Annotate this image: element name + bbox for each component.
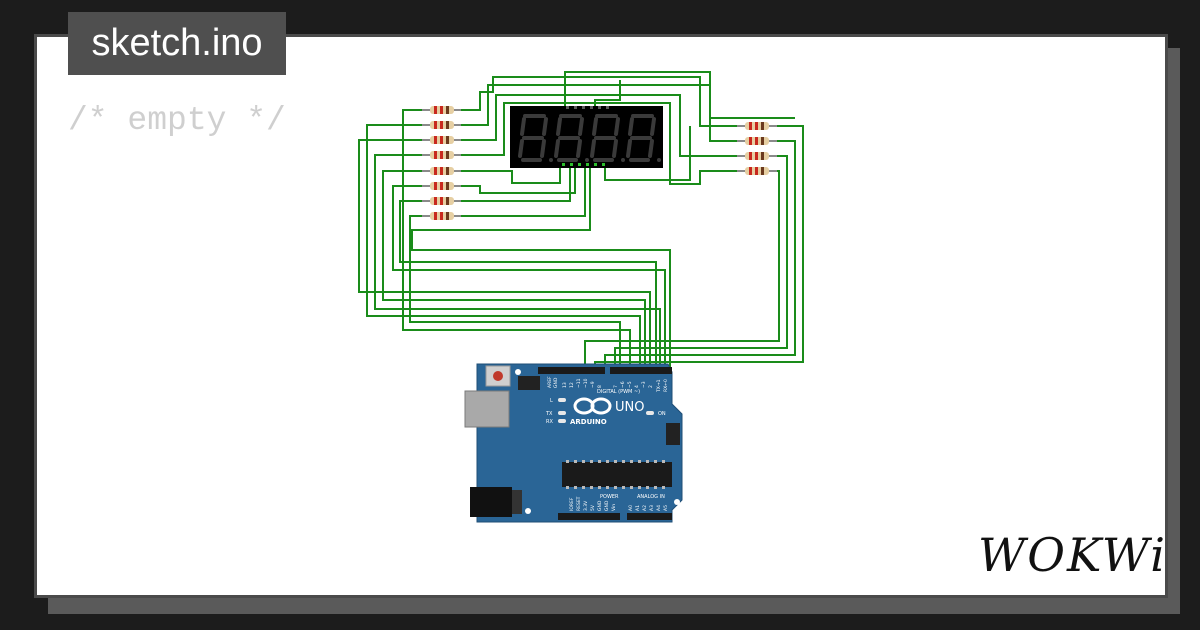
v5-label: 5V	[590, 504, 596, 511]
pin-label: A0	[628, 505, 634, 511]
wokwi-logo: WOKWi	[978, 528, 1167, 582]
led-rx-label: RX	[546, 419, 553, 425]
pin-label: A4	[656, 505, 662, 511]
on-label: ON	[658, 411, 666, 417]
usb-port	[464, 390, 510, 428]
gnd-label: GND	[553, 377, 559, 388]
pin-label: 12	[569, 382, 575, 388]
power-label: POWER	[600, 494, 619, 500]
resistor[interactable]	[422, 182, 461, 190]
resistor-bank-left	[422, 106, 461, 220]
resistor[interactable]	[737, 167, 777, 175]
board-brand-label: ARDUINO	[570, 418, 607, 426]
arduino-uno-board[interactable]: UNO ARDUINO DIGITAL (PWM ~) ANALOG IN PO…	[464, 363, 683, 523]
resistor[interactable]	[737, 122, 777, 130]
resistor[interactable]	[422, 167, 461, 175]
analog-label: ANALOG IN	[637, 494, 665, 500]
digital-header	[538, 367, 672, 374]
power-header	[558, 513, 672, 520]
file-tab[interactable]: sketch.ino	[68, 12, 286, 75]
gnd-label: GND	[597, 500, 603, 511]
resistor-bank-right	[737, 122, 777, 175]
vin-label: Vin	[611, 504, 617, 511]
power-jack	[470, 487, 512, 517]
board-model-label: UNO	[615, 400, 644, 415]
pin-label: ~3	[641, 381, 647, 388]
pin-label: ~9	[590, 381, 596, 388]
analog-pin-labels: A0 A1 A2 A3 A4 A5	[628, 505, 669, 511]
gnd-label: GND	[604, 500, 610, 511]
pin-label: 4	[634, 385, 640, 388]
icsp-header	[518, 376, 540, 390]
resistor[interactable]	[422, 151, 461, 159]
aref-label: AREF	[547, 376, 553, 388]
pin-label: TX→1	[656, 379, 662, 393]
pin-label: 8	[597, 385, 603, 388]
pin-label: ~5	[627, 381, 633, 388]
display-digits	[518, 114, 661, 162]
pin-label: A2	[642, 505, 648, 511]
digital-label: DIGITAL (PWM ~)	[597, 389, 640, 395]
resistor[interactable]	[422, 197, 461, 205]
pin-label: 13	[562, 382, 568, 388]
reset-label: RESET	[576, 496, 582, 511]
pin-label: 7	[613, 385, 619, 388]
resistor[interactable]	[737, 152, 777, 160]
microcontroller-chip	[562, 462, 672, 487]
pin-label: A1	[635, 505, 641, 511]
pin-label: ~6	[620, 381, 626, 388]
led-tx-label: TX	[545, 411, 553, 417]
resistor[interactable]	[422, 212, 461, 220]
digital-pin-labels: AREF GND 13 12 ~11 ~10 ~9 8 7 ~6 ~5 4 ~3…	[547, 376, 669, 393]
pin-label: A5	[663, 505, 669, 511]
code-line[interactable]: /* empty */	[68, 102, 286, 139]
pin-label: 2	[648, 385, 654, 388]
led-indicators	[558, 398, 654, 423]
power-pin-labels: IOREF RESET 3.3V 5V GND GND Vin	[569, 496, 617, 511]
display-bottom-pins	[562, 163, 605, 166]
pin-label: A3	[649, 505, 655, 511]
seven-segment-display[interactable]	[510, 106, 663, 168]
pin-label: ~10	[583, 378, 589, 388]
icsp-header-right	[666, 423, 680, 445]
arduino-logo	[573, 397, 612, 415]
pin-label: RX←0	[663, 379, 669, 392]
wires	[358, 71, 804, 368]
v33-label: 3.3V	[583, 500, 589, 511]
ioref-label: IOREF	[569, 497, 575, 511]
pin-label: ~11	[576, 378, 582, 388]
file-tab-label: sketch.ino	[91, 22, 263, 64]
resistor[interactable]	[422, 136, 461, 144]
resistor[interactable]	[737, 137, 777, 145]
display-top-pins	[566, 106, 609, 109]
resistor[interactable]	[422, 121, 461, 129]
led-l-label: L	[550, 398, 553, 404]
resistor[interactable]	[422, 106, 461, 114]
